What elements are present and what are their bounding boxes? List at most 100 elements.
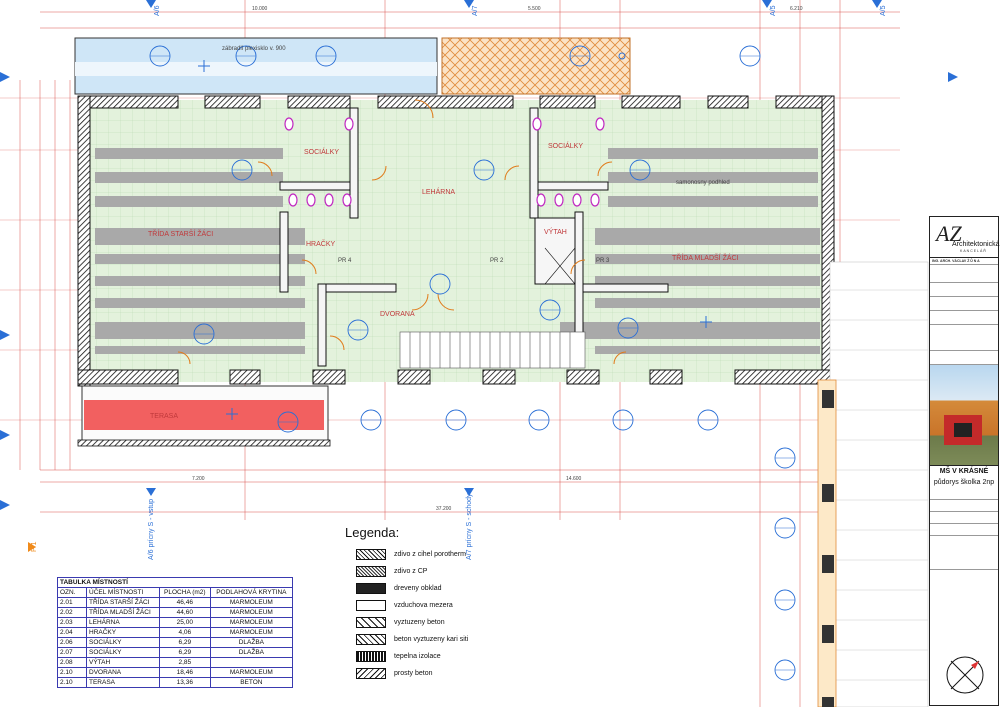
- title-row: [930, 488, 998, 500]
- cell-floor: MARMOLEUM: [209, 597, 294, 608]
- cell-code: 2.03: [57, 617, 87, 628]
- legend-label: tepelna izolace: [394, 653, 441, 660]
- section-label-a7: A/7 prícny S - schody: [466, 493, 473, 560]
- office-logo: AZ Architektonická KANCELÁŘ: [930, 217, 1000, 258]
- cell-code: 2.01: [57, 597, 87, 608]
- cell-code: 2.08: [57, 657, 87, 668]
- cell-floor: MARMOLEUM: [209, 667, 294, 678]
- cell-floor: MARMOLEUM: [209, 617, 294, 628]
- room-label-trida-mladsi: TŘÍDA MLADŠÍ ŽÁCI: [672, 253, 739, 262]
- legend-swatch: [356, 549, 386, 560]
- note-zabradli: zábradlí plexisklo v. 900: [222, 46, 286, 52]
- cell-floor: DLAŽBA: [209, 637, 294, 648]
- rooms-table-header: ÚČEL MÍSTNOSTI: [86, 587, 160, 598]
- legend-label: dreveny obklad: [394, 585, 442, 592]
- legend: Legenda: zdivo z cihel porotherm zdivo z…: [345, 525, 515, 682]
- cell-purpose: VÝTAH: [86, 657, 160, 668]
- title-row: [930, 512, 998, 524]
- legend-item: vzduchova mezera: [356, 597, 515, 614]
- title-row: [930, 311, 998, 325]
- legend-label: vyztuzeny beton: [394, 619, 445, 626]
- legend-swatch: [356, 651, 386, 662]
- legend-swatch: [356, 600, 386, 611]
- cell-area: 4,06: [158, 627, 211, 638]
- cell-code: 2.02: [57, 607, 87, 618]
- cell-code: 2.06: [57, 637, 87, 648]
- room-label-dvorana: DVORANA: [380, 311, 415, 318]
- title-row: [930, 283, 998, 297]
- legend-label: prosty beton: [394, 670, 433, 677]
- axis-label-a5: A/5: [770, 5, 777, 16]
- cell-purpose: SOCIÁLKY: [86, 647, 160, 658]
- rooms-table-header: OZN.: [57, 587, 87, 598]
- axis-label-a6: A/6: [154, 5, 161, 16]
- room-label-hracky: HRAČKY: [306, 239, 336, 248]
- legend-swatch: [356, 617, 386, 628]
- axis-label-a7: A/7: [472, 5, 479, 16]
- title-block: AZ Architektonická KANCELÁŘ ING. ARCH. V…: [929, 216, 999, 706]
- legend-item: zdivo z cihel porotherm: [356, 546, 515, 563]
- room-label-socialky-left: SOCIÁLKY: [304, 147, 339, 156]
- rooms-table-header: PODLAHOVÁ KRYTINA: [209, 587, 294, 598]
- cell-floor: MARMOLEUM: [209, 607, 294, 618]
- dim-top-b: 5.500: [528, 6, 541, 12]
- cell-purpose: TERASA: [86, 677, 160, 688]
- cell-purpose: TŘÍDA STARŠÍ ŽÁCI: [86, 597, 160, 608]
- cell-purpose: SOCIÁLKY: [86, 637, 160, 648]
- logo-subtitle: KANCELÁŘ: [960, 249, 987, 253]
- room-label-socialky-right: SOCIÁLKY: [548, 141, 583, 150]
- room-label-leharna: LEHÁRNA: [422, 187, 455, 196]
- legend-item: beton vyztuzeny kari siti: [356, 631, 515, 648]
- logo-name: Architektonická: [952, 241, 1000, 248]
- legend-title: Legenda:: [345, 525, 400, 540]
- cell-area: 44,60: [158, 607, 211, 618]
- legend-item: prosty beton: [356, 665, 515, 682]
- cell-floor: BETON: [209, 677, 294, 688]
- legend-label: vzduchova mezera: [394, 602, 453, 609]
- room-label-vytah: VÝTAH: [544, 227, 567, 236]
- legend-item: zdivo z CP: [356, 563, 515, 580]
- cell-area: 6,29: [158, 637, 211, 648]
- cell-purpose: HRAČKY: [86, 627, 160, 638]
- title-row: [930, 536, 998, 570]
- legend-label: zdivo z cihel porotherm: [394, 551, 466, 558]
- legend-item: tepelna izolace: [356, 648, 515, 665]
- legend-swatch: [356, 583, 386, 594]
- cell-area: 18,46: [158, 667, 211, 678]
- photo-window: [954, 423, 972, 437]
- legend-item: vyztuzeny beton: [356, 614, 515, 631]
- legend-swatch: [356, 668, 386, 679]
- cell-floor: MARMOLEUM: [209, 627, 294, 638]
- cell-area: 46,46: [158, 597, 211, 608]
- cell-area: 13,36: [158, 677, 211, 688]
- room-label-trida-starsi: TŘÍDA STARŠÍ ŽÁCI: [148, 229, 213, 238]
- pr-label-3: PR 3: [596, 258, 610, 264]
- title-row: [930, 325, 998, 351]
- logo-mark-icon: AZ: [936, 221, 962, 246]
- cell-purpose: TŘÍDA MLADŠÍ ŽÁCI: [86, 607, 160, 618]
- cell-code: 2.07: [57, 647, 87, 658]
- cell-code: 2.04: [57, 627, 87, 638]
- legend-item: dreveny obklad: [356, 580, 515, 597]
- dim-overall: 37.200: [436, 506, 452, 512]
- title-row: [930, 524, 998, 536]
- pr-label-2: PR 2: [490, 258, 504, 264]
- legend-swatch: [356, 634, 386, 645]
- sheet-name: půdorys školka 2np: [933, 479, 995, 486]
- note-podhled: samonosny podhled: [676, 180, 730, 186]
- pr-label-4: PR 4: [338, 258, 352, 264]
- legend-label: beton vyztuzeny kari siti: [394, 636, 469, 643]
- title-row: [930, 351, 998, 365]
- cell-floor: DLAŽBA: [209, 647, 294, 658]
- dim-bottom-a: 7.200: [192, 476, 205, 482]
- dim-top-c: 6.210: [790, 6, 803, 12]
- cell-area: 6,29: [158, 647, 211, 658]
